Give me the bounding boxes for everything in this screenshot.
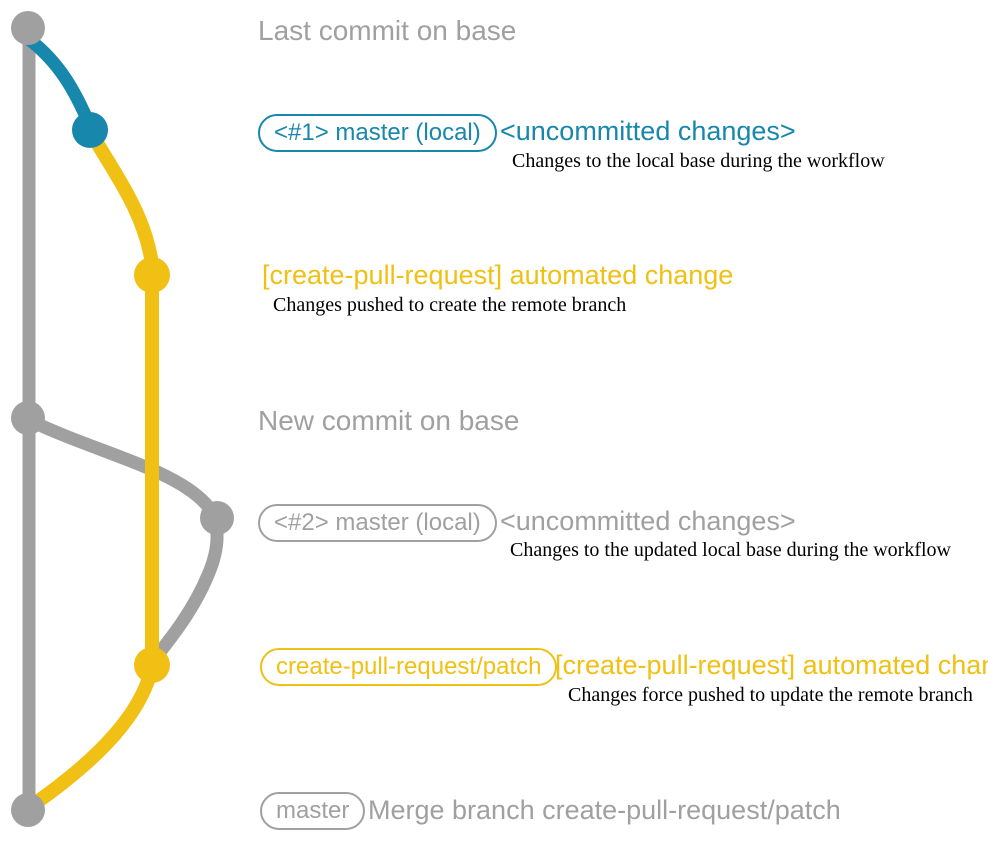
- commit-node-base-last: [11, 11, 45, 45]
- commit-node-patch-2: [134, 647, 170, 683]
- badge-master-merge: master: [260, 792, 366, 831]
- commit-node-uncommitted-2: [200, 501, 234, 535]
- description-uncommitted-changes-1: Changes to the local base during the wor…: [512, 150, 885, 172]
- patch-branch-curve-top: [85, 127, 159, 279]
- commit-node-merge: [11, 793, 45, 827]
- description-uncommitted-changes-2: Changes to the updated local base during…: [510, 539, 951, 561]
- badge-master-local-1: <#1> master (local): [258, 114, 497, 153]
- uncommitted-2-branch-curve: [22, 413, 224, 668]
- annotation-uncommitted-changes-1: <uncommitted changes>: [500, 116, 796, 146]
- annotation-uncommitted-changes-2: <uncommitted changes>: [500, 506, 796, 536]
- badge-create-pull-request-patch: create-pull-request/patch: [260, 648, 558, 687]
- git-graph: [11, 11, 234, 827]
- badge-master-local-2: <#2> master (local): [258, 504, 497, 543]
- uncommitted-1-branch-curve: [23, 33, 97, 133]
- annotation-merge-branch: Merge branch create-pull-request/patch: [368, 795, 841, 825]
- commit-node-uncommitted-1: [72, 112, 108, 148]
- patch-merge-curve: [23, 660, 159, 814]
- commit-node-patch-1: [134, 257, 170, 293]
- annotation-automated-change-1: [create-pull-request] automated change: [262, 260, 734, 290]
- annotation-automated-change-2: [create-pull-request] automated change: [555, 650, 988, 680]
- heading-last-commit-on-base: Last commit on base: [258, 15, 517, 46]
- description-automated-change-1: Changes pushed to create the remote bran…: [273, 294, 627, 316]
- commit-node-base-new: [11, 401, 45, 435]
- heading-new-commit-on-base: New commit on base: [258, 405, 520, 436]
- description-automated-change-2: Changes force pushed to update the remot…: [568, 684, 973, 706]
